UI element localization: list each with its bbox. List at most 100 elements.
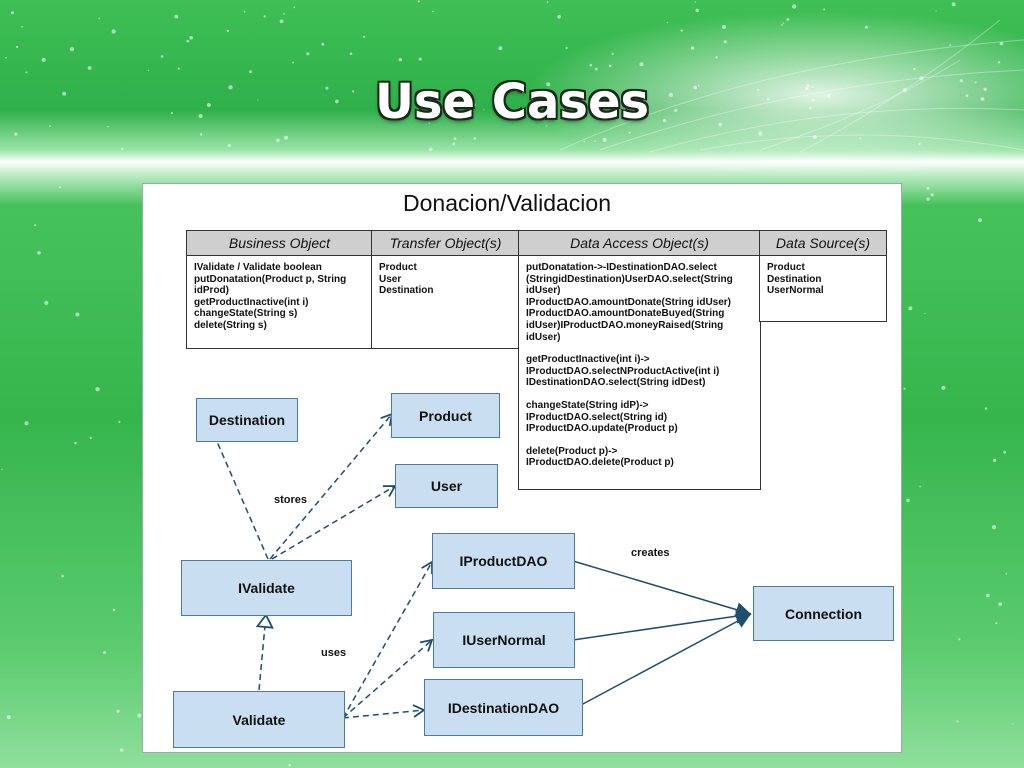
table-line: changeState(String idP)-> <box>526 399 649 411</box>
sparkle-dot <box>602 137 607 142</box>
sparkle-dot <box>908 306 913 311</box>
sparkle-dot <box>6 715 11 720</box>
sparkle-dot <box>715 56 718 59</box>
table-col-transfer-object: Transfer Object(s) Product User Destinat… <box>371 230 520 349</box>
sparkle-dot <box>998 602 1003 606</box>
sparkle-dot <box>949 44 952 46</box>
sparkle-dot <box>690 46 695 50</box>
sparkle-dot <box>995 622 998 625</box>
sparkle-dot <box>432 10 434 13</box>
sparkle-dot <box>926 197 930 201</box>
table-header: Business Object <box>187 231 372 256</box>
sparkle-dot <box>58 186 62 189</box>
edge-validate-idestinationdao <box>342 704 426 719</box>
sparkle-dot <box>786 18 790 21</box>
table-line: delete(Product p)-> <box>526 445 618 457</box>
sparkle-dot <box>418 57 422 61</box>
sparkle-dot <box>227 143 231 148</box>
node-iusernormal[interactable]: IUserNormal <box>433 612 575 668</box>
table-line: Product <box>379 262 417 273</box>
sparkle-dot <box>288 763 291 767</box>
edge-ivalidate-user <box>271 485 397 560</box>
sparkle-dot <box>781 24 783 26</box>
edge-label-creates: creates <box>631 547 670 559</box>
sparkle-dot <box>859 137 862 140</box>
sparkle-dot <box>87 66 92 70</box>
sparkle-dot <box>1005 573 1008 575</box>
sparkle-dot <box>398 58 402 62</box>
sparkle-dot <box>593 140 596 143</box>
table-cell: putDonatation->-IDestinationDAO.select (… <box>519 256 760 475</box>
sparkle-dot <box>417 0 420 3</box>
sparkle-dot <box>95 387 100 392</box>
sparkle-dot <box>611 52 614 56</box>
table-line: IProductDAO.update(Product p) <box>526 423 678 435</box>
table-col-business-object: Business Object IValidate / Validate boo… <box>186 230 373 349</box>
table-line: putDonatation->-IDestinationDAO.select <box>526 262 717 273</box>
sparkle-dot <box>758 131 763 136</box>
sparkle-dot <box>997 61 1001 64</box>
table-line: IProductDAO.delete(Product p) <box>526 457 674 469</box>
sparkle-dot <box>864 25 868 29</box>
slide-title: Use Cases <box>374 74 650 130</box>
sparkle-dot <box>116 709 120 713</box>
sparkle-dot <box>1 468 3 471</box>
sparkle-dot <box>906 498 910 503</box>
sparkle-dot <box>695 8 699 13</box>
node-ivalidate[interactable]: IValidate <box>181 560 352 616</box>
edge-validate-iusernormal <box>342 638 434 719</box>
sparkle-dot <box>111 29 116 34</box>
edge-validate-ivalidate <box>259 615 266 691</box>
sparkle-dot <box>75 312 80 317</box>
sparkle-dot <box>903 387 906 390</box>
table-line: getProductInactive(int i)-> <box>526 354 650 366</box>
table-line: IProductDAO.selectNProductActive(int i) <box>526 365 720 377</box>
sparkle-dot <box>546 1 549 3</box>
sparkle-dot <box>44 300 49 305</box>
sparkle-dot <box>34 224 37 227</box>
sparkle-dot <box>186 39 190 43</box>
sparkle-dot <box>628 131 631 134</box>
sparkle-dot <box>1012 723 1014 725</box>
sparkle-dot <box>119 748 124 752</box>
sparkle-dot <box>951 2 956 7</box>
sparkle-dot <box>349 52 353 55</box>
node-connection[interactable]: Connection <box>753 586 894 641</box>
sparkle-dot <box>918 142 921 146</box>
table-line: idUser)IProductDAO.moneyRaised(String <box>526 319 724 331</box>
node-user[interactable]: User <box>395 464 498 508</box>
node-destination[interactable]: Destination <box>196 398 298 442</box>
sparkle-dot <box>5 56 7 59</box>
sparkle-dot <box>473 137 476 140</box>
node-iproductdao[interactable]: IProductDAO <box>432 533 575 589</box>
table-line: Product <box>767 262 805 273</box>
table-line: User <box>379 273 402 285</box>
table-line: getProductInactive(int i) <box>194 296 309 308</box>
table-cell: Product User Destination <box>372 256 519 303</box>
sparkle-dot <box>956 720 959 723</box>
sparkle-dot <box>941 385 946 390</box>
sparkle-dot <box>118 420 121 423</box>
table-line: IValidate / Validate boolean <box>194 262 322 273</box>
sparkle-dot <box>926 186 930 190</box>
sparkle-dot <box>498 46 503 51</box>
sparkle-dot <box>276 138 280 143</box>
sparkle-dot <box>583 140 585 143</box>
sparkle-dot <box>589 63 593 67</box>
sparkle-dot <box>453 137 457 140</box>
sparkle-dot <box>306 52 310 56</box>
sparkle-dot <box>160 55 164 58</box>
sparkle-dot <box>608 64 612 68</box>
table-header: Data Source(s) <box>760 231 886 256</box>
sparkle-dot <box>41 57 46 63</box>
table-cell: IValidate / Validate boolean putDonatati… <box>187 256 372 338</box>
edge-iusernormal-connection <box>572 608 752 641</box>
sparkle-dot <box>137 713 142 718</box>
node-idestinationdao[interactable]: IDestinationDAO <box>424 679 583 736</box>
table-col-data-source: Data Source(s) Product Destination UserN… <box>759 230 887 322</box>
node-product[interactable]: Product <box>391 393 500 438</box>
node-validate[interactable]: Validate <box>173 691 345 748</box>
sparkle-dot <box>61 574 64 578</box>
sparkle-dot <box>452 142 456 146</box>
sparkle-dot <box>924 312 926 314</box>
